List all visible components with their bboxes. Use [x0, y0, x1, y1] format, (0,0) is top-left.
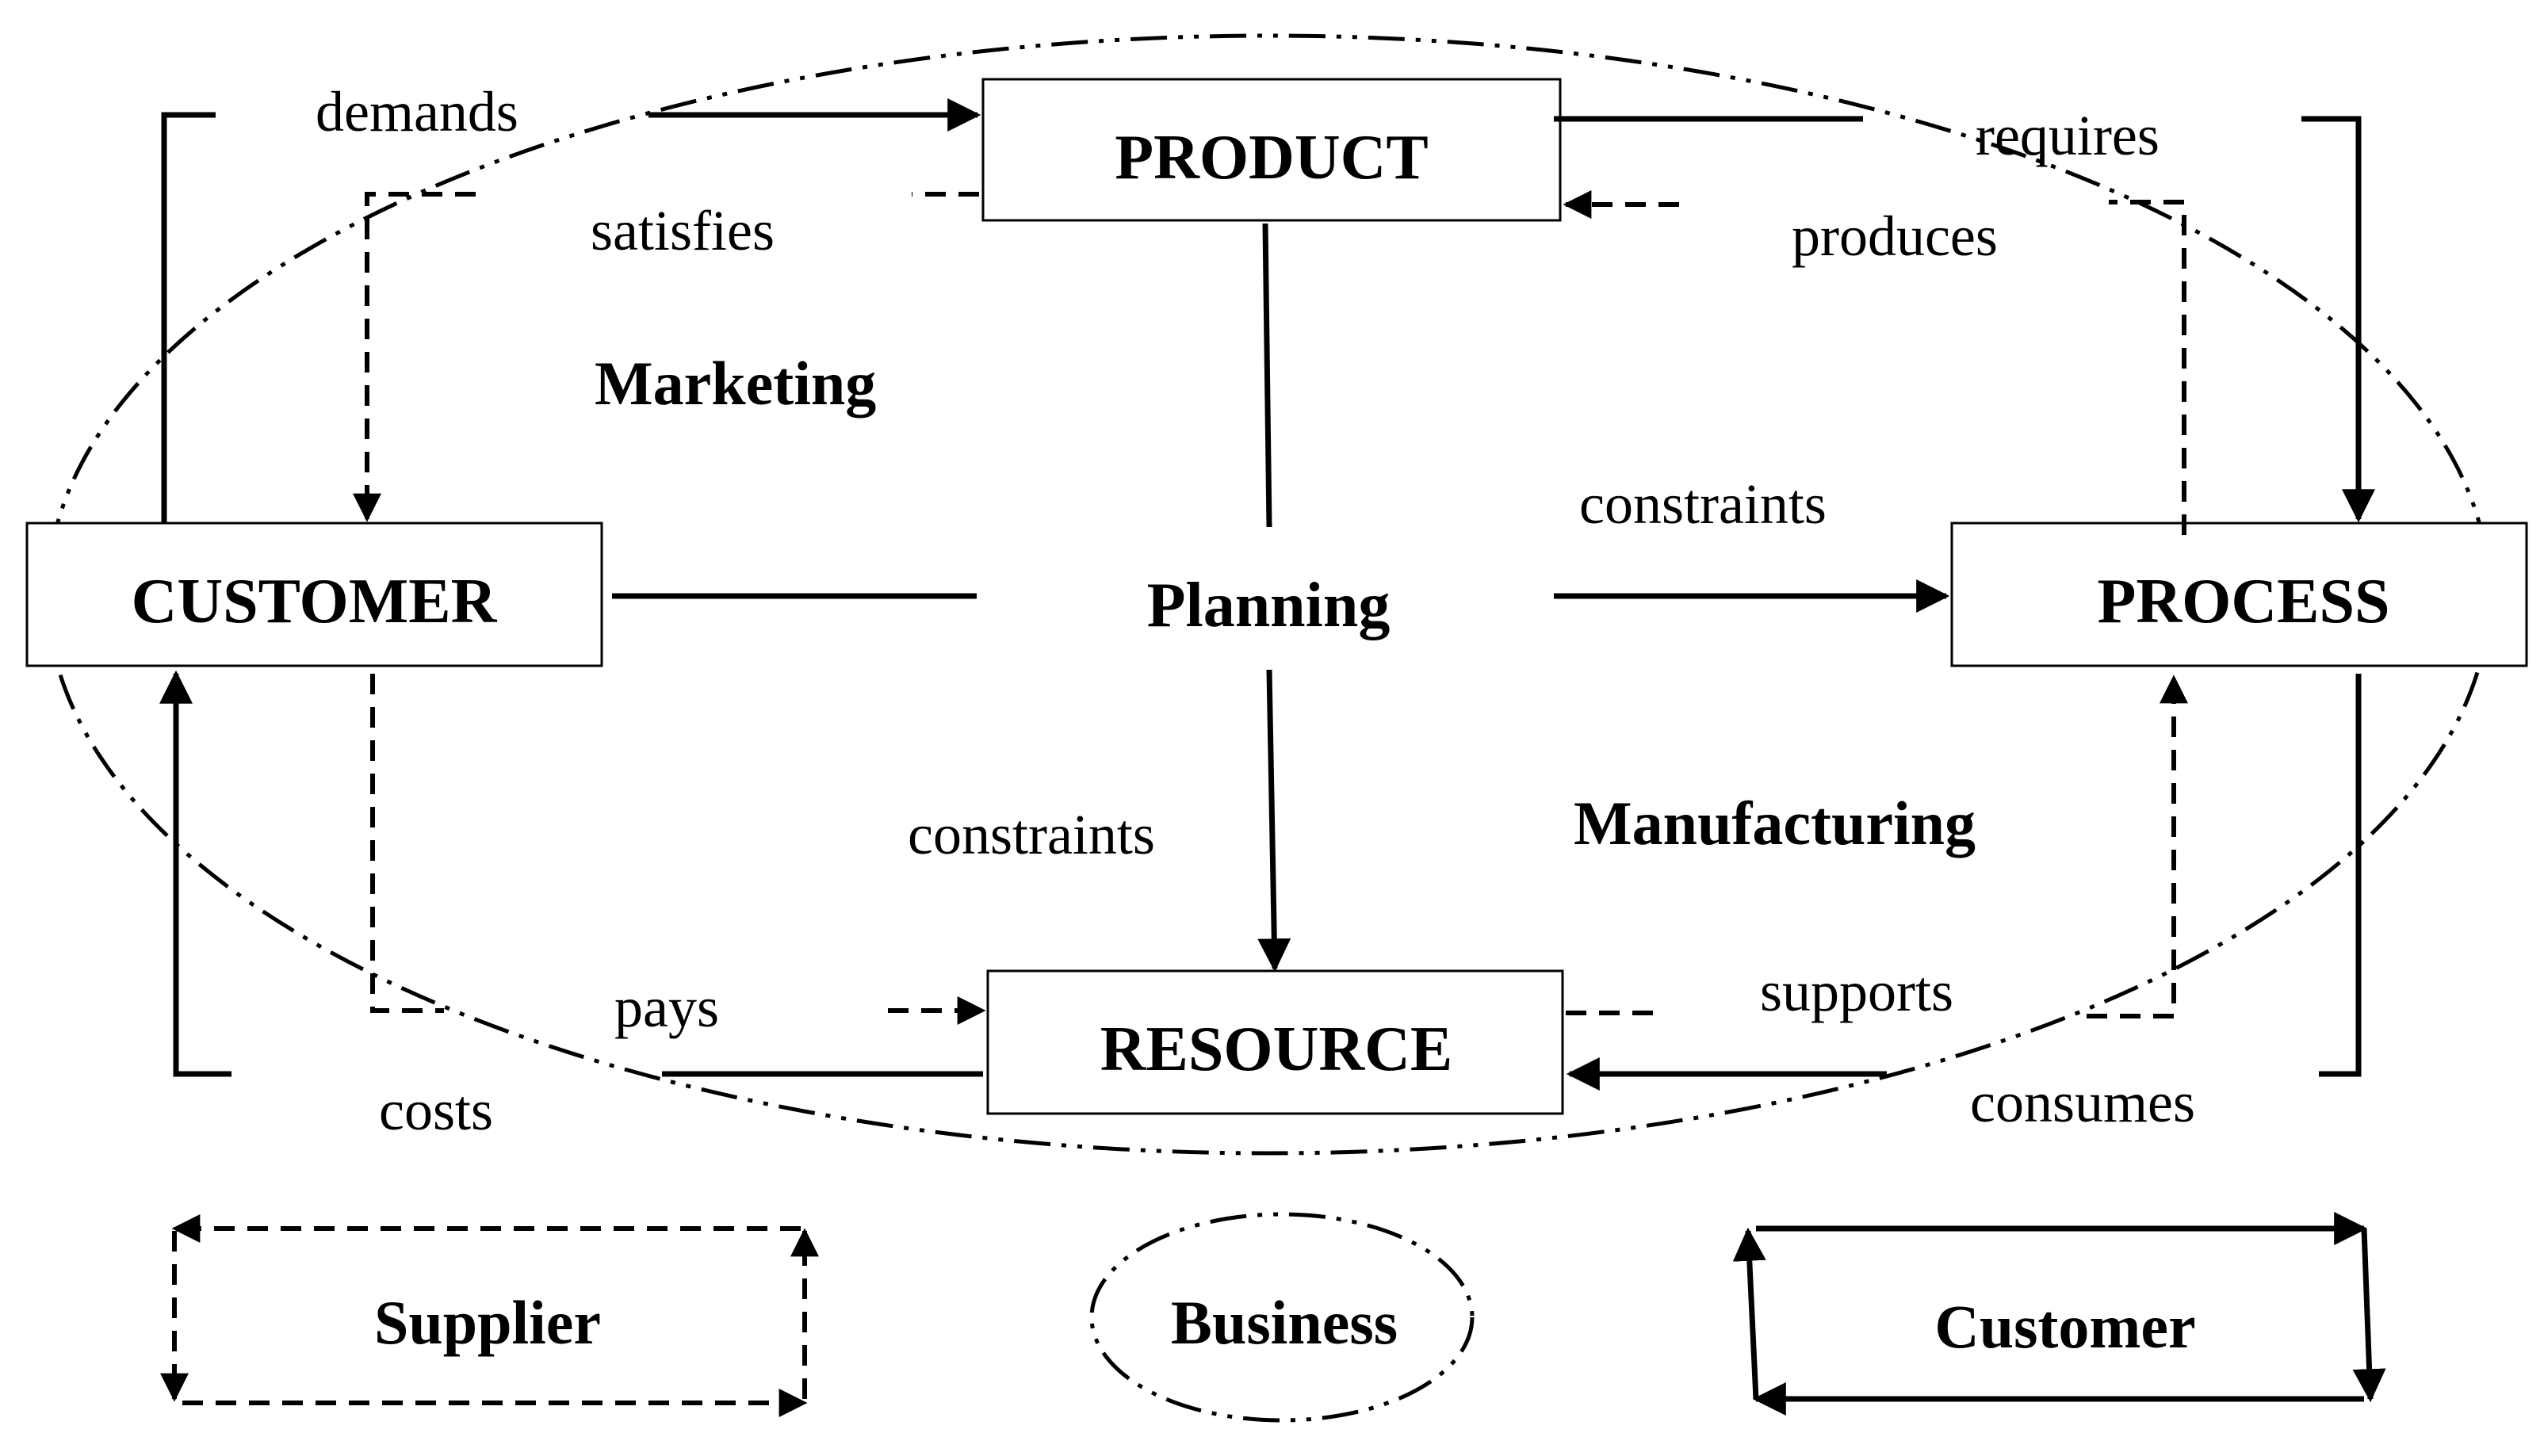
- supports-arrow: [2087, 674, 2188, 1018]
- customer-box: [25, 522, 603, 667]
- manufacturing-label: Manufacturing: [1574, 789, 1976, 858]
- process-box: [1950, 522, 2528, 667]
- supports-label: supports: [1760, 960, 1953, 1023]
- pays-line: [370, 674, 444, 1013]
- marketing-label: Marketing: [595, 349, 876, 418]
- constraints-resource-arrow: [1257, 669, 1291, 973]
- planning-label: Planning: [1147, 571, 1391, 640]
- process-bracket-bottom: [2319, 674, 2362, 1077]
- legend-business-label: Business: [1171, 1288, 1398, 1357]
- consumes-label: consumes: [1970, 1071, 2195, 1134]
- legend-business-ellipse: [1089, 1212, 1475, 1423]
- product-box: [981, 78, 1562, 222]
- product-label: PRODUCT: [1115, 123, 1429, 193]
- legend-supplier-label: Supplier: [374, 1288, 601, 1357]
- process-label: PROCESS: [2098, 567, 2390, 636]
- produces-line: [2109, 200, 2186, 535]
- satisfies-arrow: [353, 192, 476, 522]
- legend-customer-left: [1732, 1227, 1766, 1400]
- demands-label: demands: [316, 80, 518, 143]
- requires-arrow: [2301, 116, 2375, 523]
- costs-arrow: [159, 670, 231, 1077]
- constraints-process-label: constraints: [1579, 472, 1827, 536]
- resource-label: RESOURCE: [1100, 1015, 1453, 1084]
- constraints-resource-label: constraints: [908, 803, 1155, 866]
- legend-customer-right: [2352, 1228, 2386, 1403]
- satisfies-label: satisfies: [591, 199, 775, 262]
- costs-label: costs: [379, 1079, 493, 1142]
- legend-customer-label: Customer: [1934, 1292, 2195, 1361]
- customer-label: CUSTOMER: [132, 567, 498, 636]
- produces-label: produces: [1792, 204, 1998, 268]
- product-planning-line: [1262, 223, 1272, 528]
- requires-label: requires: [1976, 104, 2160, 167]
- pays-label: pays: [614, 976, 719, 1039]
- customer-bracket-top: [161, 112, 216, 523]
